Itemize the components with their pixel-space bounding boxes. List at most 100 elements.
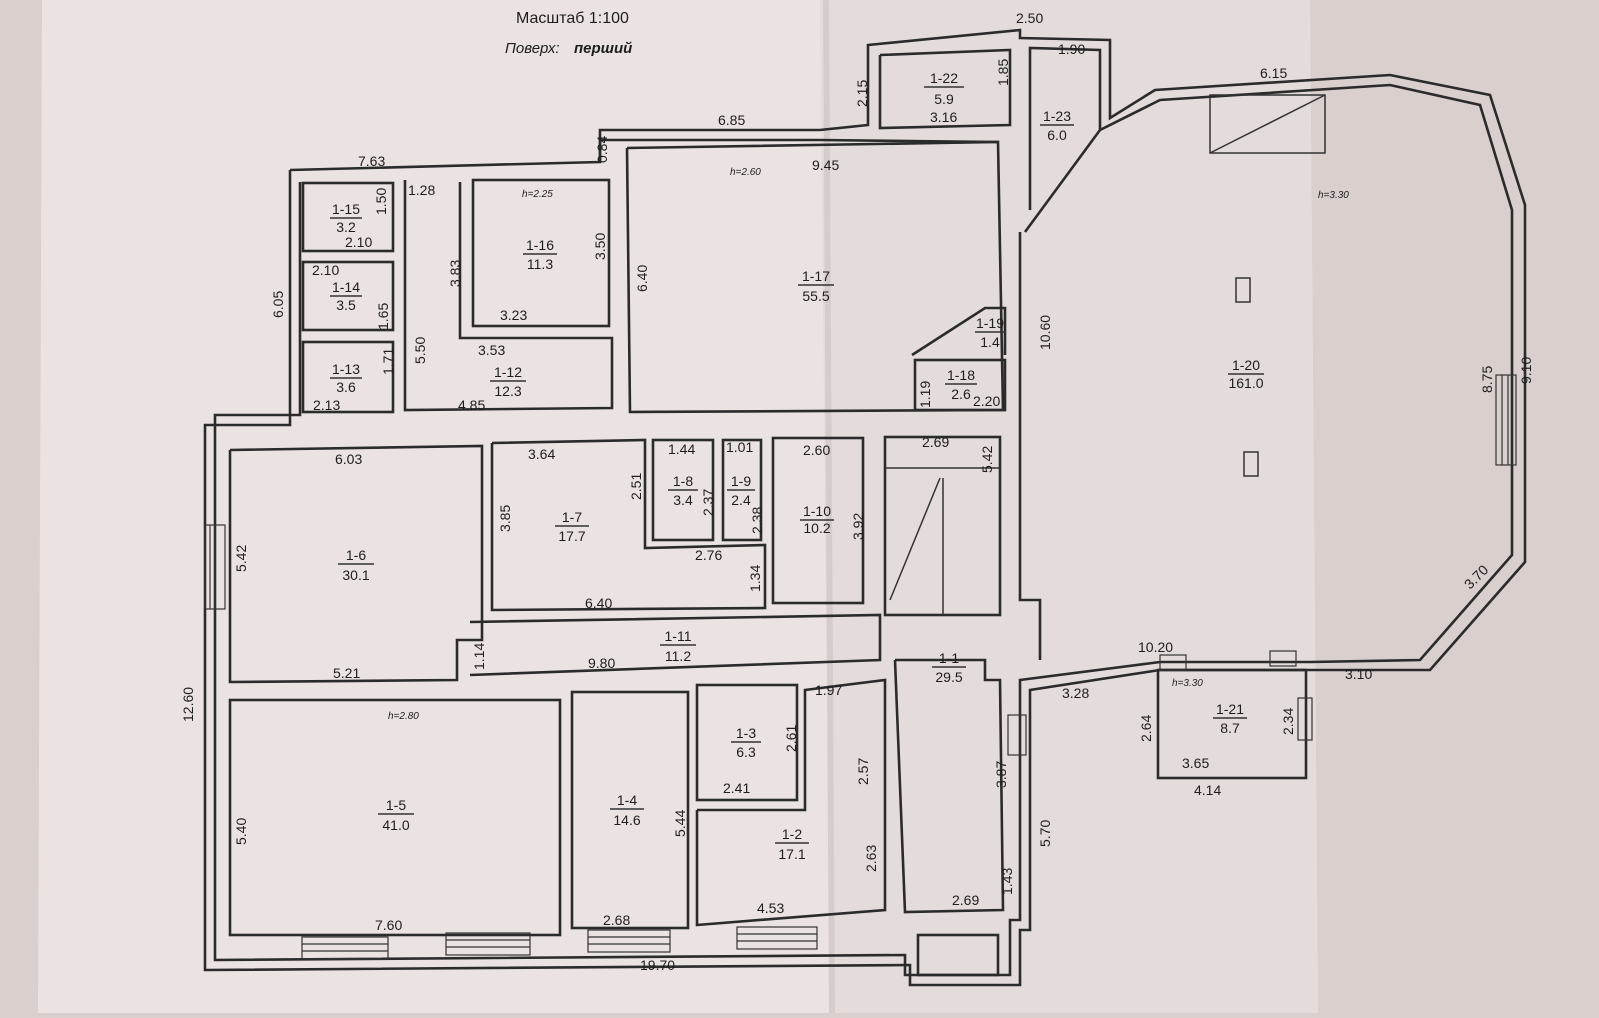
room-1-13-walls (301, 340, 395, 414)
room-area: 6.0 (1047, 127, 1067, 143)
dimension: 3.85 (497, 505, 513, 532)
height-label: h=3.30 (1318, 190, 1349, 201)
room-1-9-walls (721, 438, 763, 542)
room-id: 1-4 (617, 792, 637, 808)
room-area: 29.5 (935, 669, 962, 685)
dimension: 6.05 (270, 291, 286, 318)
dimension: 3.50 (592, 233, 608, 260)
dimension: 3.16 (930, 109, 957, 125)
dimension: 3.65 (1182, 755, 1209, 771)
room-area: 10.2 (803, 520, 830, 536)
dimension: 5.44 (672, 810, 688, 837)
dimension: 9.80 (588, 655, 615, 671)
dimension: 6.03 (335, 451, 362, 467)
windows (204, 374, 1517, 960)
scale-label: Масштаб 1:100 (516, 10, 629, 27)
height-label: h=2.25 (522, 189, 553, 200)
room-id: 1-18 (947, 367, 975, 383)
dimension: 1.85 (995, 59, 1011, 86)
dimension: 1.97 (815, 682, 842, 698)
dimension: 2.68 (603, 912, 630, 928)
room-area: 8.7 (1220, 720, 1240, 736)
dimension: 9.45 (812, 157, 839, 173)
dimension: 7.63 (358, 153, 385, 169)
dimension: 19.70 (640, 957, 675, 973)
dimension: 2.10 (312, 262, 339, 278)
dimension: 8.75 (1479, 366, 1495, 393)
dimension: 2.20 (973, 393, 1000, 409)
room-area: 3.5 (336, 297, 356, 313)
room-id: 1-13 (332, 361, 360, 377)
dimension: 5.50 (412, 337, 428, 364)
dimension: 1.34 (747, 565, 763, 592)
dimension: 1.19 (917, 381, 933, 408)
dimension: 3.70 (1461, 561, 1492, 592)
dimension: 2.13 (313, 397, 340, 413)
room-id: 1-23 (1043, 108, 1071, 124)
dimension: 3.87 (993, 761, 1009, 788)
room-1-15-walls (301, 181, 395, 253)
dimension: 4.14 (1194, 782, 1221, 798)
room-area: 12.3 (494, 383, 521, 399)
dimension: 3.92 (850, 513, 866, 540)
floor-value: перший (574, 40, 632, 57)
room-labels: 1-15 3.2 1-14 3.5 1-13 3.6 1-16 11.3 1-1… (330, 70, 1264, 862)
dimension: 2.60 (803, 442, 830, 458)
paper-right-half (820, 0, 1318, 1013)
room-area: 6.3 (736, 744, 756, 760)
room-id: 1-3 (736, 725, 756, 741)
dimension: 3.28 (1062, 685, 1089, 701)
interior-walls (228, 94, 1326, 977)
dimension: 2.76 (695, 547, 722, 563)
room-id: 1-11 (665, 628, 692, 644)
dimension: 2.38 (749, 507, 765, 534)
dimension: 6.15 (1260, 65, 1287, 81)
floor-label: Поверх: (505, 40, 560, 57)
porch (916, 933, 1000, 977)
room-area: 3.6 (336, 379, 356, 395)
dimension: 12.60 (180, 687, 196, 722)
dimension: 1.44 (668, 441, 695, 457)
dimension: 6.40 (585, 595, 612, 611)
dimension: 5.42 (979, 446, 995, 473)
room-id: 1-17 (802, 268, 830, 284)
room-id: 1-5 (386, 797, 406, 813)
dimension: 1.50 (373, 188, 389, 215)
room-id: 1-20 (1232, 357, 1260, 373)
dimension: 2.57 (855, 758, 871, 785)
dimension: 2.37 (700, 489, 716, 516)
dimension: 5.70 (1037, 820, 1053, 847)
dimension: 3.83 (447, 260, 463, 287)
dimension: 2.34 (1280, 708, 1296, 735)
dimension: 10.20 (1138, 639, 1173, 655)
dimension: 1.71 (380, 348, 396, 375)
room-id: 1-6 (346, 547, 366, 563)
dimension: 0.84 (594, 136, 610, 163)
dimension: 1.65 (375, 303, 391, 330)
dimension: 3.23 (500, 307, 527, 323)
paper-fold (823, 0, 835, 1014)
room-id: 1-15 (332, 201, 360, 217)
room-id: 1-22 (930, 70, 958, 86)
dimension: 7.60 (375, 917, 402, 933)
room-id: 1-7 (562, 509, 582, 525)
room-area: 30.1 (342, 567, 369, 583)
dimension: 9.10 (1518, 357, 1534, 384)
room-area: 5.9 (934, 91, 954, 107)
room-1-8-walls (651, 438, 715, 542)
dimension: 2.41 (723, 780, 750, 796)
room-id: 1-14 (332, 279, 360, 295)
height-label: h=2.60 (730, 167, 761, 178)
room-id: 1-16 (526, 237, 554, 253)
dimension: 2.61 (783, 725, 799, 752)
dimension: 2.10 (345, 234, 372, 250)
room-area: 14.6 (613, 812, 640, 828)
room-id: 1-19 (976, 315, 1004, 331)
room-id: 1-21 (1216, 701, 1244, 717)
dimension: 5.42 (233, 545, 249, 572)
dimension: 10.60 (1037, 315, 1053, 350)
room-area: 3.4 (673, 492, 693, 508)
dimension: 1.43 (999, 868, 1015, 895)
dimension: 2.50 (1016, 10, 1043, 26)
